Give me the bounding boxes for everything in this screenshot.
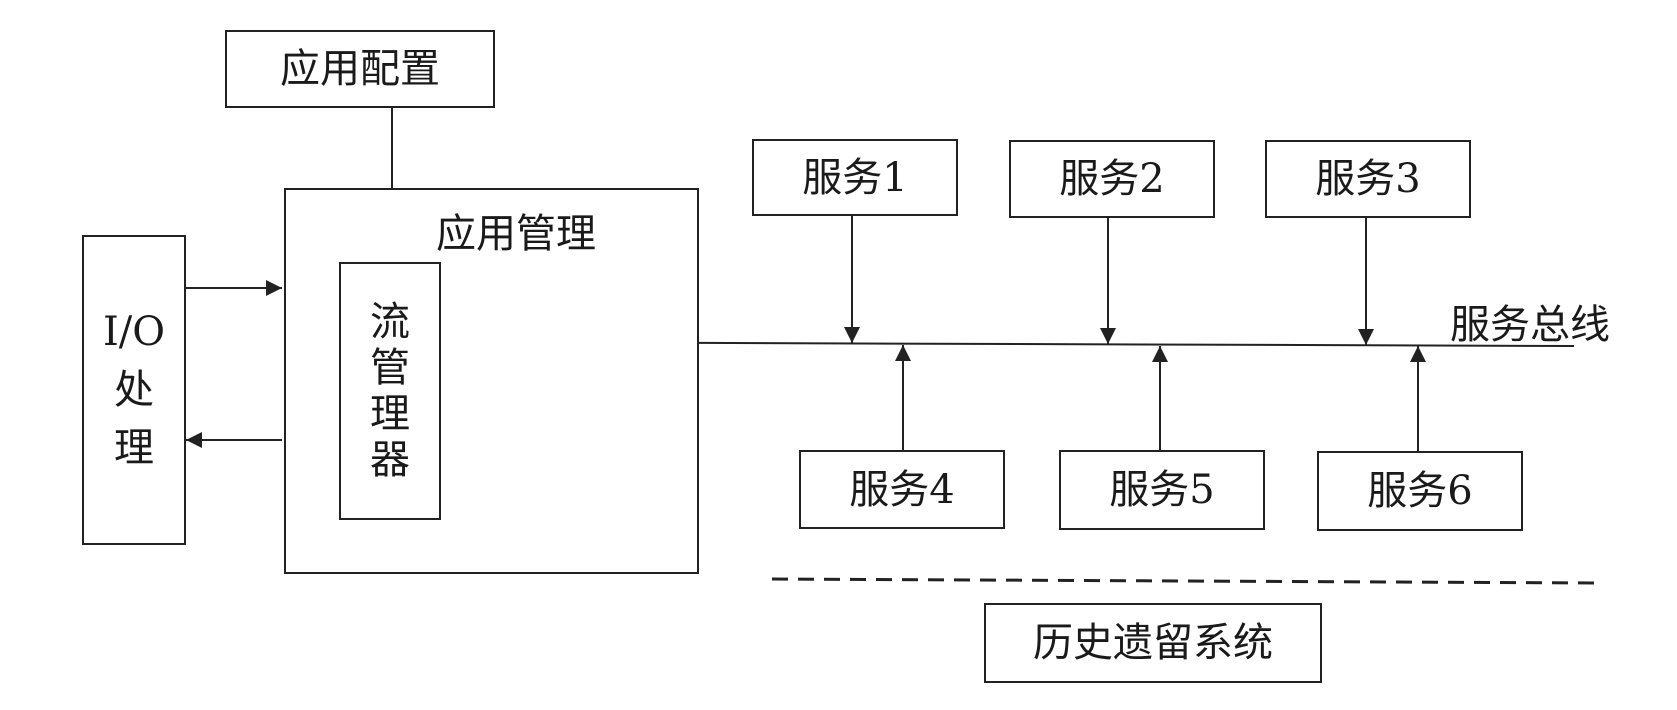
legacy-separator-dashed-line [771, 577, 1601, 585]
service-2-label: 服务2 [1059, 156, 1165, 202]
service-5-box: 服务5 [1059, 450, 1265, 530]
service-6-box: 服务6 [1317, 451, 1523, 531]
service-3-label: 服务3 [1315, 156, 1421, 202]
io-processing-line-3: 理 [114, 425, 154, 471]
app-config-label: 应用配置 [280, 46, 440, 92]
io-processing-line-2: 处 [114, 367, 154, 413]
app-management-label: 应用管理 [436, 211, 596, 257]
flow-manager-char-1: 流 [370, 299, 410, 345]
service-2-box: 服务2 [1009, 140, 1215, 218]
flow-manager-char-4: 器 [370, 437, 410, 483]
legacy-system-box: 历史遗留系统 [984, 603, 1322, 683]
app-config-box: 应用配置 [225, 30, 495, 108]
service-1-box: 服务1 [752, 139, 958, 216]
flow-manager-char-2: 管 [370, 345, 410, 391]
legacy-system-label: 历史遗留系统 [1033, 620, 1273, 666]
flow-manager-box: 流 管 理 器 [339, 262, 441, 520]
service-4-label: 服务4 [849, 466, 955, 513]
io-processing-box: I/O 处 理 [82, 235, 186, 545]
flow-manager-char-3: 理 [370, 391, 410, 437]
service-3-box: 服务3 [1265, 140, 1471, 218]
service-5-label: 服务5 [1109, 467, 1215, 513]
service-4-box: 服务4 [799, 450, 1005, 529]
service-6-label: 服务6 [1367, 468, 1473, 514]
io-processing-line-1: I/O [102, 309, 166, 355]
service-bus-label: 服务总线 [1450, 302, 1610, 348]
service-1-label: 服务1 [802, 154, 908, 201]
